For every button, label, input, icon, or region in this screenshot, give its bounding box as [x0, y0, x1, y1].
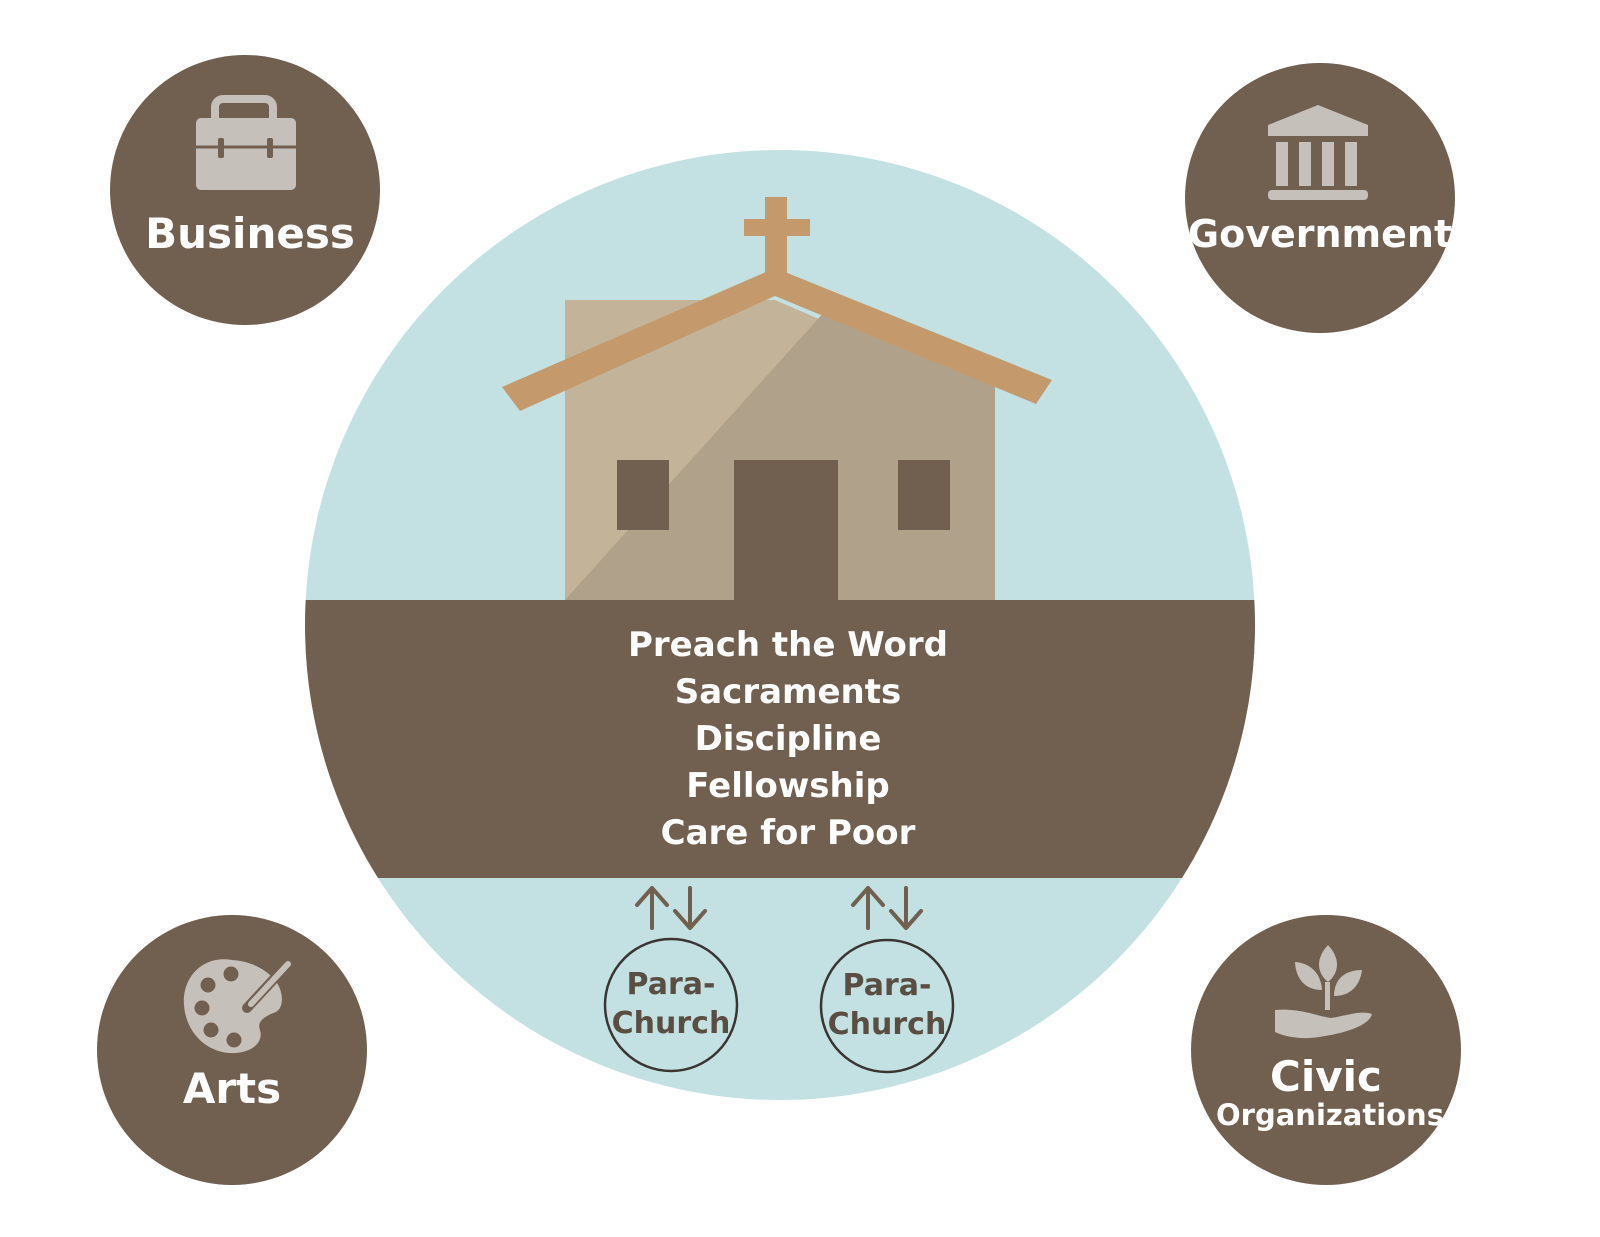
parachurch-label-line1: Para-	[627, 967, 716, 1002]
sector-label-secondary: Organizations	[1216, 1098, 1444, 1132]
parachurch-label-line1: Para-	[843, 968, 932, 1003]
function-item: Sacraments	[675, 672, 901, 712]
sector-business: Business	[110, 55, 380, 325]
function-item: Fellowship	[686, 766, 889, 806]
parachurch-circle: Para- Church	[819, 938, 955, 1074]
government-building-icon	[1268, 105, 1368, 200]
church-building-icon	[502, 197, 1052, 605]
church-roof	[502, 268, 1052, 411]
church-functions-list: Preach the Word Sacraments Discipline Fe…	[628, 625, 948, 853]
function-item: Discipline	[695, 719, 882, 759]
up-down-arrows-icon	[851, 886, 923, 930]
paint-palette-icon	[183, 959, 291, 1054]
church-door	[734, 460, 838, 605]
sector-government: Government	[1185, 63, 1455, 333]
sector-label: Arts	[183, 1064, 281, 1113]
sector-civic-organizations: Civic Organizations	[1191, 915, 1461, 1185]
briefcase-icon	[196, 95, 296, 190]
function-item: Preach the Word	[628, 625, 948, 665]
church-window-right	[898, 460, 950, 530]
sector-label-primary: Civic	[1270, 1052, 1382, 1101]
parachurch-circle: Para- Church	[603, 937, 739, 1073]
church-functions-band	[305, 600, 1255, 878]
sector-arts: Arts	[97, 915, 367, 1185]
sector-label: Business	[145, 209, 355, 258]
hand-with-plant-icon	[1275, 945, 1372, 1039]
sector-label: Government	[1188, 212, 1452, 256]
parachurch-label-line2: Church	[612, 1006, 731, 1041]
function-item: Care for Poor	[661, 813, 916, 853]
parachurch-label-line2: Church	[828, 1007, 947, 1042]
up-down-arrows-icon	[635, 886, 707, 930]
church-window-left	[617, 460, 669, 530]
